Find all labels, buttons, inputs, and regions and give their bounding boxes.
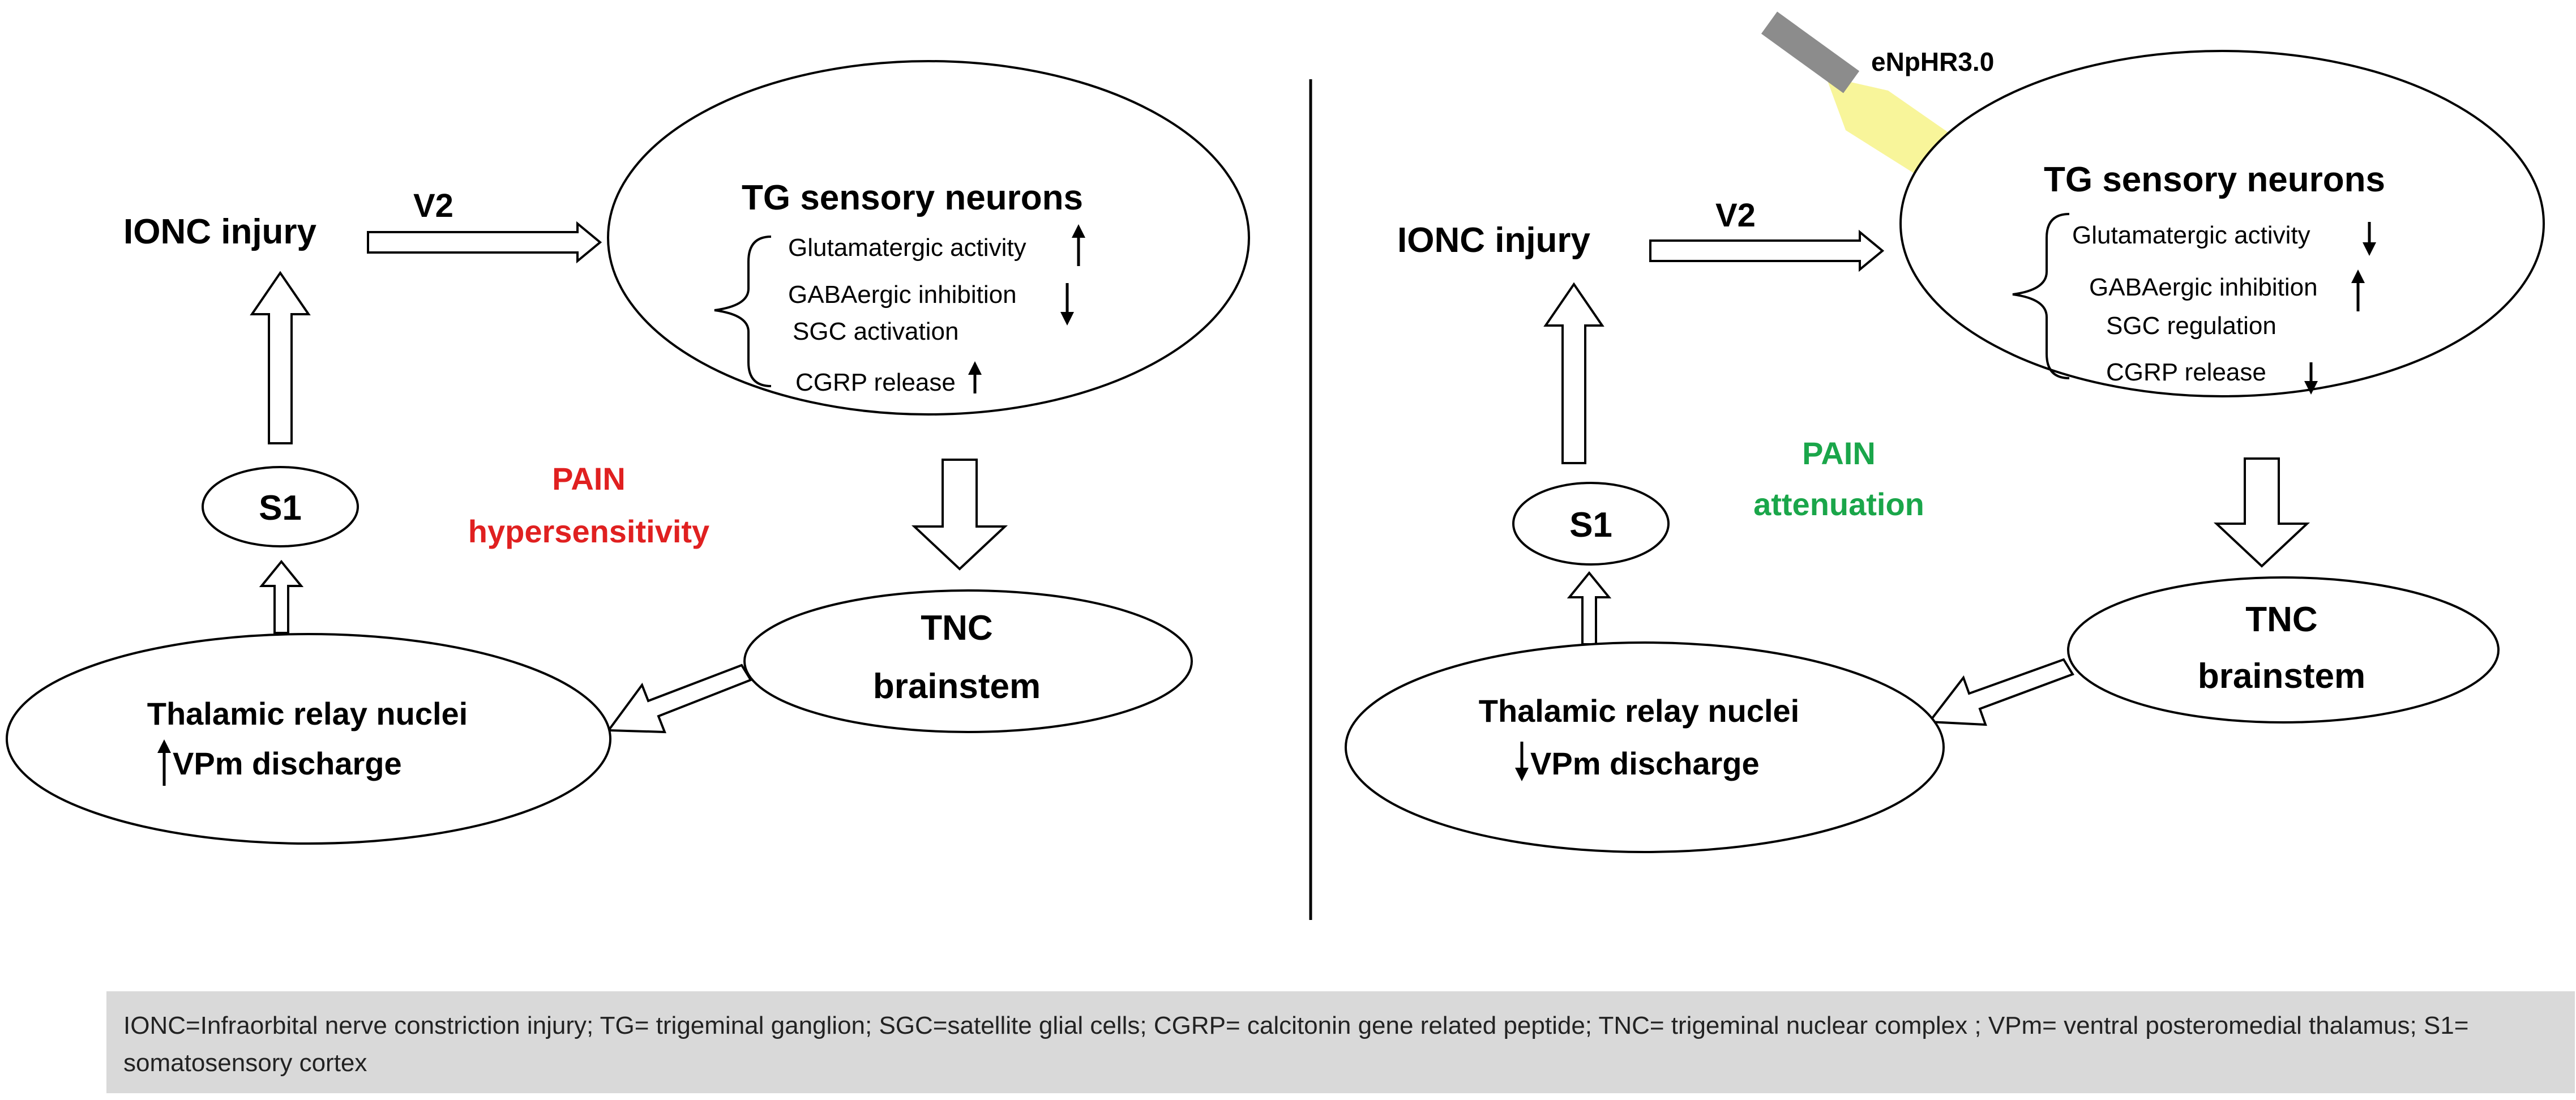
left-tg-title: TG sensory neurons (742, 178, 1083, 217)
right-light-label: eNpHR3.0 (1871, 47, 1994, 76)
left-tg-item-gabaergic: GABAergic inhibition (788, 281, 1017, 309)
left-s1-label: S1 (259, 489, 302, 528)
left-s1-ellipse (202, 466, 359, 547)
right-v2-arrow (1649, 229, 1885, 272)
right-tg-to-tnc-arrow (2213, 457, 2310, 568)
right-panel: eNpHR3.0 IONC injury V2 TG sensory neuro… (1345, 11, 2545, 853)
right-tg-brace (2012, 213, 2070, 379)
right-pain-line2: attenuation (1753, 486, 1924, 522)
right-tg-item-glutamatergic: Glutamatergic activity (2072, 221, 2310, 249)
left-s1-to-ionc-arrow (250, 271, 311, 444)
left-thalamic-ellipse (6, 633, 611, 845)
left-thalamic-line2: VPm discharge (173, 746, 402, 781)
right-tg-item-gabaergic: GABAergic inhibition (2089, 273, 2318, 301)
up-arrow-icon (968, 361, 982, 393)
left-thalamic-line1: Thalamic relay nuclei (147, 696, 468, 731)
left-tg-item-glutamatergic: Glutamatergic activity (788, 234, 1026, 262)
left-v2-label: V2 (413, 187, 453, 224)
right-s1-ellipse (1512, 482, 1670, 566)
left-pain-line2: hypersensitivity (468, 513, 709, 549)
right-thalamus-to-s1-arrow (1567, 571, 1612, 645)
optic-fiber-icon (1761, 11, 1860, 93)
down-arrow-icon (2304, 362, 2318, 395)
left-tnc-line2: brainstem (873, 667, 1041, 706)
up-arrow-icon (2351, 269, 2365, 311)
right-tnc-to-thalamus-arrow (1927, 658, 2074, 726)
right-tg-title: TG sensory neurons (2044, 160, 2385, 199)
right-tg-item-sgc: SGC regulation (2106, 312, 2277, 340)
right-tnc-line1: TNC (2245, 600, 2317, 639)
down-arrow-icon (1060, 283, 1074, 326)
up-arrow-icon (1072, 224, 1085, 266)
left-tnc-to-thalamus-arrow (606, 664, 752, 734)
left-tg-to-tnc-arrow (911, 459, 1008, 571)
up-arrow-icon (157, 739, 171, 786)
light-beam-icon (1826, 76, 1953, 178)
right-thalamic-line2: VPm discharge (1530, 746, 1760, 781)
right-s1-to-ionc-arrow (1543, 282, 1604, 464)
left-tnc-line1: TNC (921, 609, 992, 648)
right-tg-neurons-ellipse (1899, 50, 2545, 397)
right-tnc-ellipse (2067, 576, 2500, 724)
right-s1-label: S1 (1569, 506, 1612, 545)
left-ionc-injury-label: IONC injury (123, 212, 317, 251)
down-arrow-icon (1515, 742, 1529, 781)
left-tg-brace (714, 236, 772, 387)
left-panel: IONC injury V2 TG sensory neurons Glutam… (6, 60, 1250, 845)
down-arrow-icon (2363, 222, 2376, 256)
right-thalamic-line1: Thalamic relay nuclei (1479, 693, 1799, 729)
right-ionc-injury-label: IONC injury (1397, 221, 1591, 260)
right-thalamic-ellipse (1345, 641, 1945, 853)
left-thalamus-to-s1-arrow (259, 559, 304, 634)
left-tg-item-sgc: SGC activation (793, 318, 958, 345)
right-pain-line1: PAIN (1802, 435, 1876, 471)
left-tg-neurons-ellipse (607, 60, 1250, 416)
abbreviation-caption: IONC=Infraorbital nerve constriction inj… (106, 991, 2575, 1093)
right-tg-item-cgrp: CGRP release (2106, 358, 2266, 386)
left-tnc-ellipse (743, 589, 1193, 733)
right-tnc-line2: brainstem (2198, 657, 2365, 696)
left-tg-item-cgrp: CGRP release (795, 369, 956, 396)
left-pain-line1: PAIN (552, 461, 626, 497)
right-v2-label: V2 (1715, 197, 1756, 234)
left-v2-arrow (367, 221, 602, 264)
